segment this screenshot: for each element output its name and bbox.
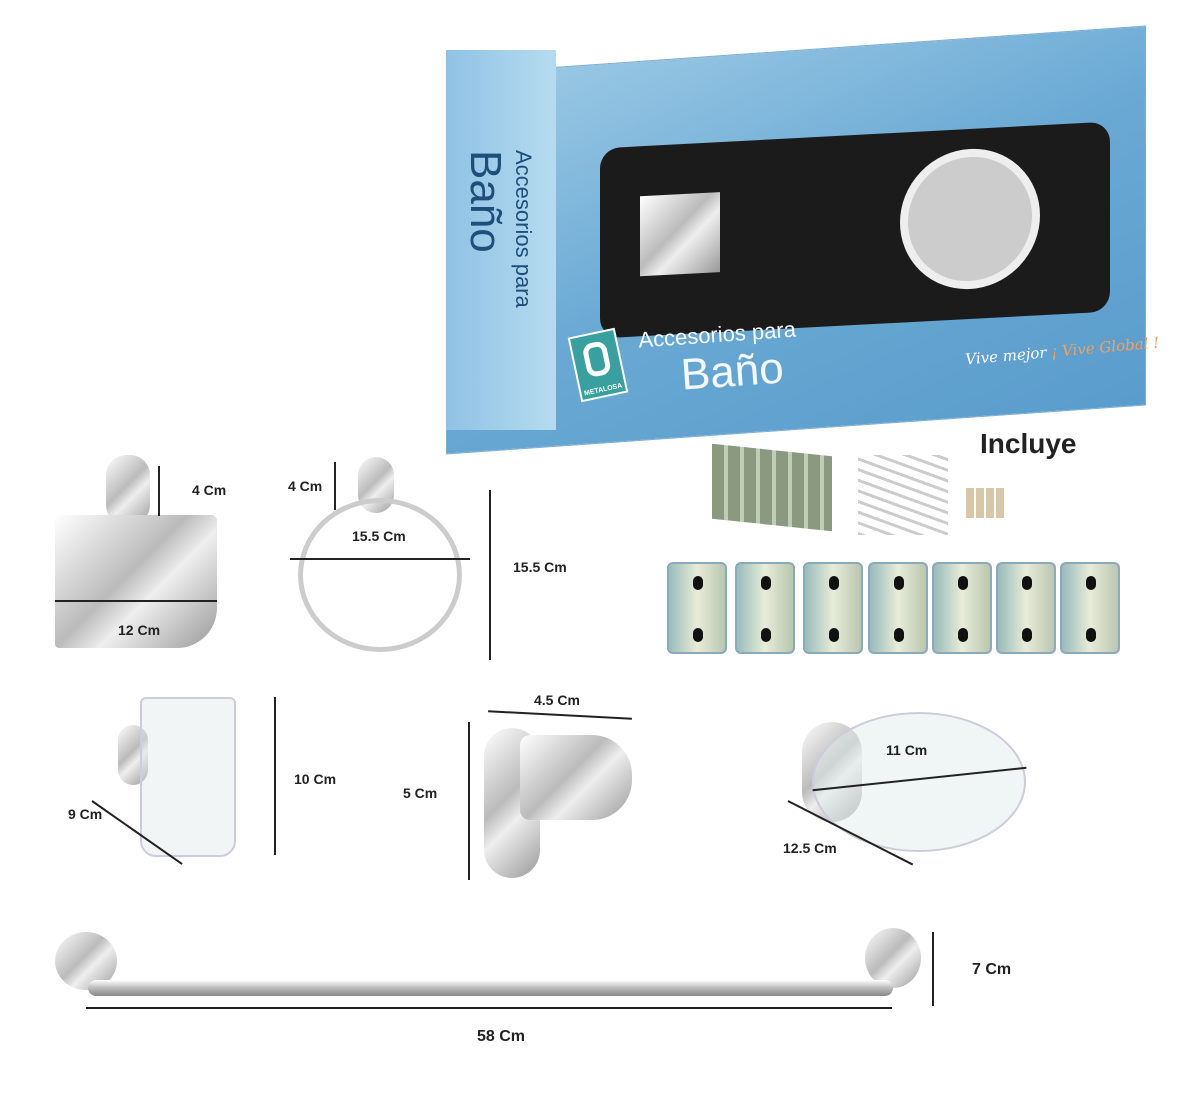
dim-hook-height: 5 Cm (403, 785, 438, 801)
paper-holder-thumb (640, 192, 720, 277)
paper-holder-mount (106, 455, 150, 525)
box-side: Accesorios para Baño (446, 50, 556, 430)
soap-dish-thumb (900, 145, 1040, 293)
cup-holder-mount (118, 725, 148, 785)
mounting-plate (735, 562, 795, 654)
box-side-text: Accesorios para (511, 150, 536, 308)
dim-paper-holder-width: 12 Cm (118, 622, 161, 638)
mounting-plate (868, 562, 928, 654)
paper-holder-cover (55, 515, 217, 648)
box-side-title: Baño (461, 150, 510, 253)
dim-cup-height: 10 Cm (294, 771, 337, 787)
brand-logo-mark (581, 340, 613, 379)
dim-bar-length: 58 Cm (477, 1028, 526, 1045)
dim-soap-width: 11 Cm (886, 742, 928, 758)
mounting-plate (1060, 562, 1120, 654)
glass-cup (140, 697, 236, 857)
robe-hook (520, 735, 632, 820)
soap-dish (812, 712, 1026, 852)
dim-paper-holder-height: 4 Cm (192, 482, 227, 498)
mounting-plate (803, 562, 863, 654)
dim-soap-depth: 12.5 Cm (783, 840, 837, 856)
towel-bar-right-mount (865, 928, 921, 988)
towel-bar (88, 980, 893, 996)
screws (858, 455, 948, 535)
mounting-plate (667, 562, 727, 654)
wall-anchors (712, 443, 832, 532)
dim-ring-mount: 4 Cm (288, 478, 323, 494)
dim-bar-height: 7 Cm (972, 961, 1012, 978)
dim-ring-height: 15.5 Cm (513, 559, 567, 575)
small-screws (966, 488, 1006, 518)
mounting-plate (996, 562, 1056, 654)
towel-ring (298, 498, 462, 652)
dim-ring-width: 15.5 Cm (352, 528, 406, 544)
box-window (600, 121, 1110, 339)
dim-cup-depth: 9 Cm (68, 806, 103, 822)
mounting-plate (932, 562, 992, 654)
includes-title: Incluye (980, 428, 1077, 459)
box-front-title: Baño (679, 343, 786, 400)
dim-hook-width: 4.5 Cm (534, 692, 580, 708)
